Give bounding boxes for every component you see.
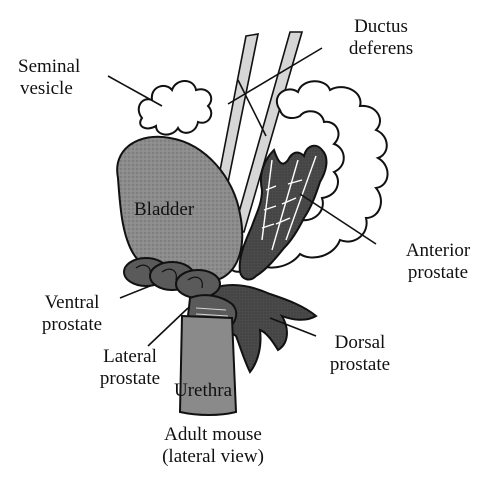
label-ductus-deferens-line2: deferens <box>348 38 414 59</box>
dorsal-prostate-shape <box>210 284 318 374</box>
label-ventral-prostate-line2: prostate <box>41 314 103 335</box>
label-seminal-vesicle: Seminal vesicle <box>18 56 80 100</box>
label-lateral-prostate-line1: Lateral <box>103 346 157 367</box>
anterior-prostate-veins <box>261 155 317 251</box>
caption-line1: Adult mouse <box>164 424 262 445</box>
label-dorsal-prostate-line2: prostate <box>329 354 391 375</box>
leader-ductus-deferens-2 <box>237 79 267 137</box>
label-anterior-prostate: Anterior prostate <box>388 240 488 284</box>
leader-ventral-prostate <box>119 285 151 299</box>
bladder-shape <box>116 135 244 285</box>
label-urethra: Urethra <box>174 380 233 401</box>
leader-anterior-prostate <box>299 193 377 245</box>
leader-ductus-deferens-1 <box>227 47 323 105</box>
label-dorsal-prostate: Dorsal prostate <box>312 332 408 376</box>
caption: Adult mouse (lateral view) <box>128 424 298 468</box>
label-anterior-prostate-line1: Anterior <box>405 240 471 261</box>
seminal-vesicle-left <box>137 80 213 136</box>
seminal-vesicle-right <box>228 80 389 273</box>
urethra-shape <box>178 314 238 416</box>
label-lateral-prostate: Lateral prostate <box>80 346 180 390</box>
ventral-prostate-shape <box>123 257 221 299</box>
leader-dorsal-prostate <box>269 317 317 337</box>
label-anterior-prostate-line2: prostate <box>407 262 469 283</box>
caption-line2: (lateral view) <box>162 446 264 467</box>
leader-lines <box>107 47 377 347</box>
label-seminal-vesicle-line2: vesicle <box>20 78 73 99</box>
label-dorsal-prostate-line1: Dorsal <box>334 332 386 353</box>
leader-seminal-vesicle <box>107 75 163 107</box>
label-lateral-prostate-line2: prostate <box>99 368 161 389</box>
leader-lateral-prostate <box>147 307 189 347</box>
ductus-deferens <box>211 31 304 233</box>
label-ductus-deferens-line1: Ductus <box>354 16 408 37</box>
label-ventral-prostate: Ventral prostate <box>22 292 122 336</box>
label-seminal-vesicle-line1: Seminal <box>18 56 81 77</box>
label-ductus-deferens: Ductus deferens <box>326 16 436 60</box>
label-ventral-prostate-line1: Ventral <box>44 292 100 313</box>
label-bladder: Bladder <box>134 199 195 220</box>
